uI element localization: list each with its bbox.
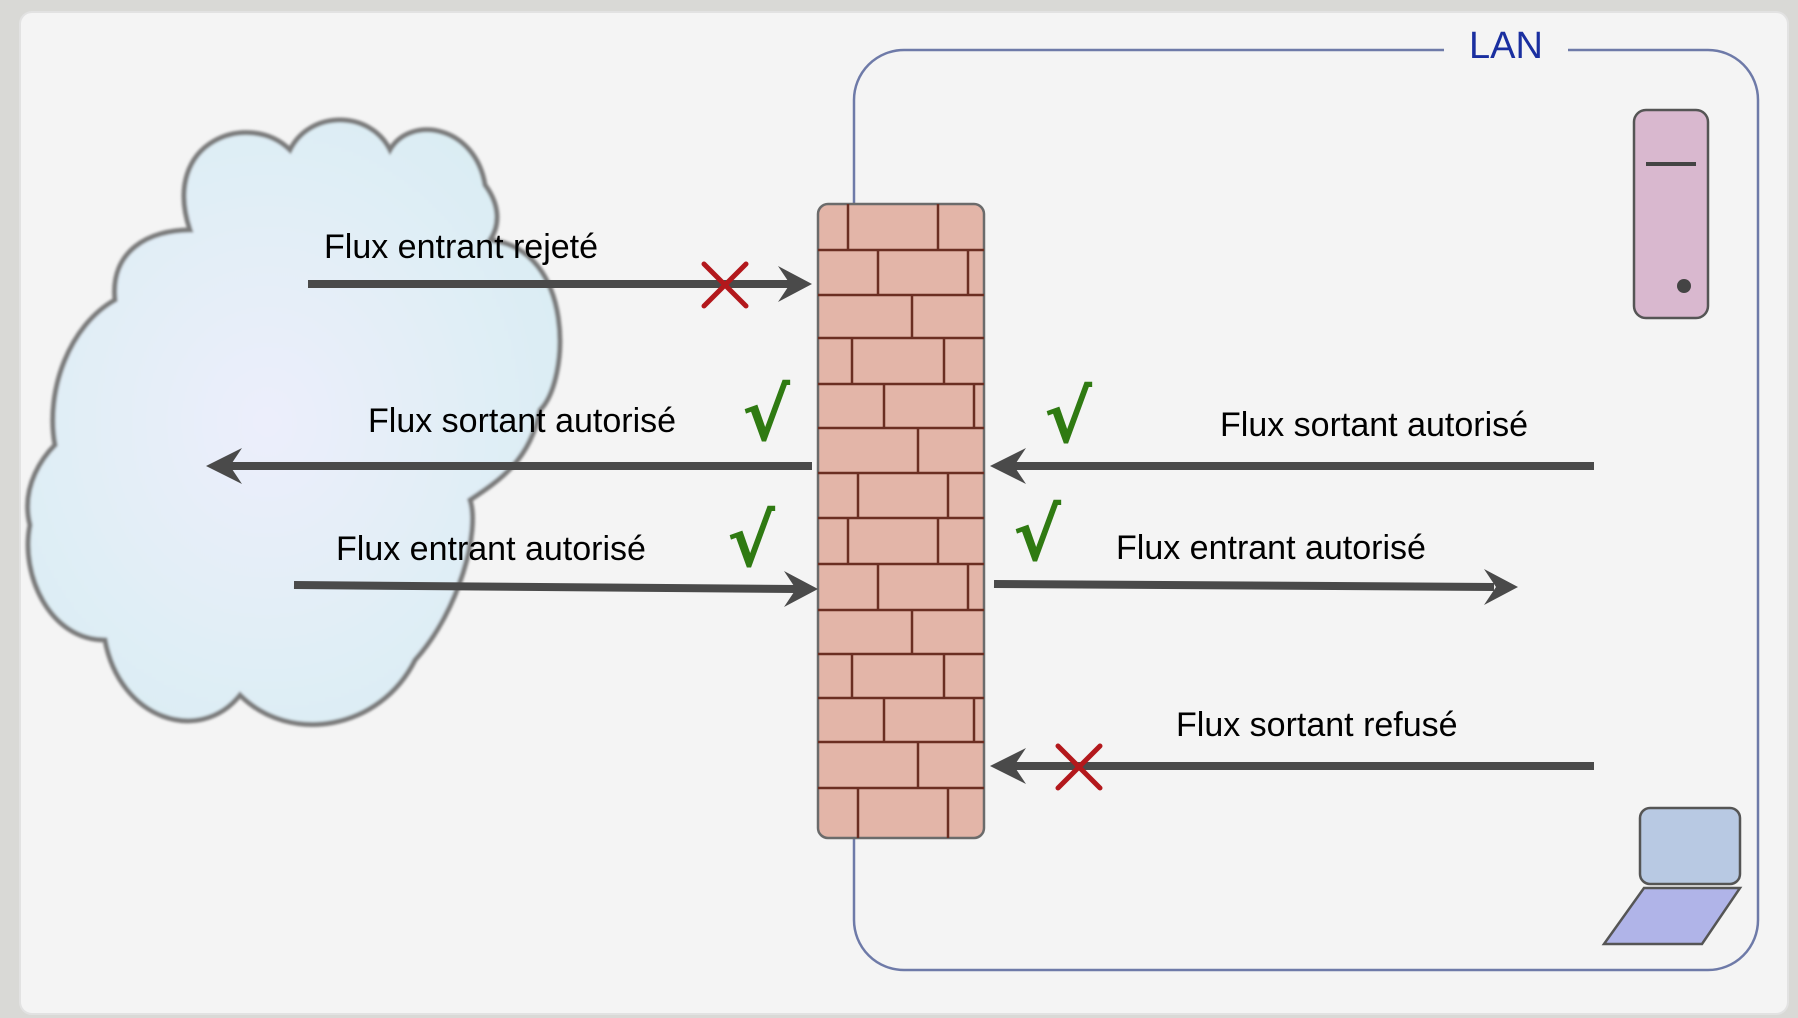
label-right-incoming-allowed: Flux entrant autorisé xyxy=(1116,529,1426,567)
server-icon xyxy=(1632,108,1710,320)
cloud-icon xyxy=(25,117,563,727)
label-right-outgoing-allowed: Flux sortant autorisé xyxy=(1220,406,1528,444)
arrowhead xyxy=(990,448,1026,484)
label-right-outgoing-refused: Flux sortant refusé xyxy=(1176,706,1458,744)
lan-label-gap xyxy=(1444,30,1568,70)
arrowhead xyxy=(990,748,1026,784)
arrowhead xyxy=(1484,569,1518,605)
allowed-check-icon: √ xyxy=(1044,375,1093,459)
arrow-right-incoming-allowed xyxy=(993,580,1495,591)
arrowhead xyxy=(206,448,242,484)
allowed-check-icon: √ xyxy=(742,373,791,457)
label-left-incoming-rejected: Flux entrant rejeté xyxy=(324,228,598,266)
reject-cross-icon xyxy=(701,261,749,309)
reject-cross-icon xyxy=(1055,743,1103,791)
allowed-check-icon: √ xyxy=(1013,493,1062,577)
laptop-icon xyxy=(1601,806,1743,946)
arrowhead xyxy=(778,266,812,302)
firewall-wall-icon xyxy=(816,202,986,840)
arrowhead xyxy=(784,571,818,607)
allowed-check-icon: √ xyxy=(727,499,776,583)
label-left-incoming-allowed: Flux entrant autorisé xyxy=(336,530,646,568)
lan-label: LAN xyxy=(1469,25,1543,67)
label-left-outgoing-allowed: Flux sortant autorisé xyxy=(368,402,676,440)
arrow-left-incoming-allowed xyxy=(293,581,797,593)
